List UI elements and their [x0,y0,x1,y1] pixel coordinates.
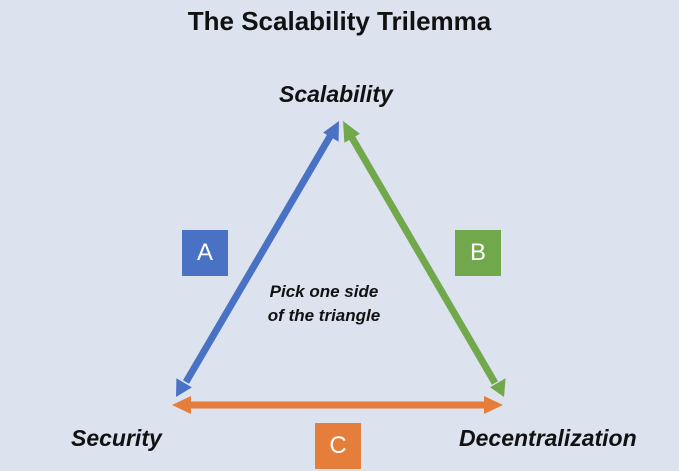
side-b-badge: B [455,230,501,276]
vertex-scalability: Scalability [279,81,393,107]
vertex-decentralization: Decentralization [459,425,637,451]
diagram-title: The Scalability Trilemma [187,6,492,36]
vertex-security: Security [71,425,162,451]
center-instruction-line-1: Pick one side [269,282,379,301]
side-c-badge: C [315,423,361,469]
center-instruction-line-2: of the triangle [267,306,381,325]
arrow-a [176,121,339,397]
center-instruction: Pick one side of the triangle [254,280,394,328]
side-a-badge: A [182,230,228,276]
arrow-b [343,121,506,397]
arrow-c [172,396,503,414]
